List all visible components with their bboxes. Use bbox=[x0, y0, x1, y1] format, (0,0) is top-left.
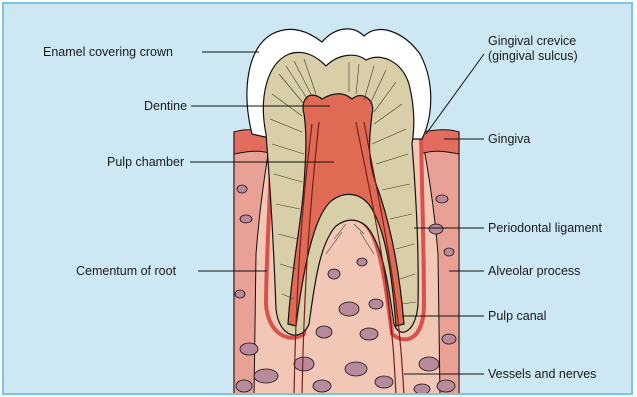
label-pulp-canal: Pulp canal bbox=[488, 309, 546, 323]
leader-crevice bbox=[426, 54, 484, 134]
label-pulp-chamber: Pulp chamber bbox=[107, 155, 184, 169]
label-crevice-2: (gingival sulcus) bbox=[488, 49, 578, 63]
label-cementum: Cementum of root bbox=[76, 264, 177, 278]
label-alveolar: Alveolar process bbox=[488, 264, 580, 278]
label-crevice-1: Gingival crevice bbox=[488, 34, 576, 48]
tooth-anatomy-diagram: Enamel covering crown Dentine Pulp chamb… bbox=[4, 4, 633, 395]
label-vessels: Vessels and nerves bbox=[488, 367, 596, 381]
label-enamel: Enamel covering crown bbox=[43, 45, 173, 59]
label-dentine: Dentine bbox=[144, 99, 187, 113]
label-gingiva: Gingiva bbox=[488, 132, 530, 146]
label-periodontal: Periodontal ligament bbox=[488, 221, 602, 235]
